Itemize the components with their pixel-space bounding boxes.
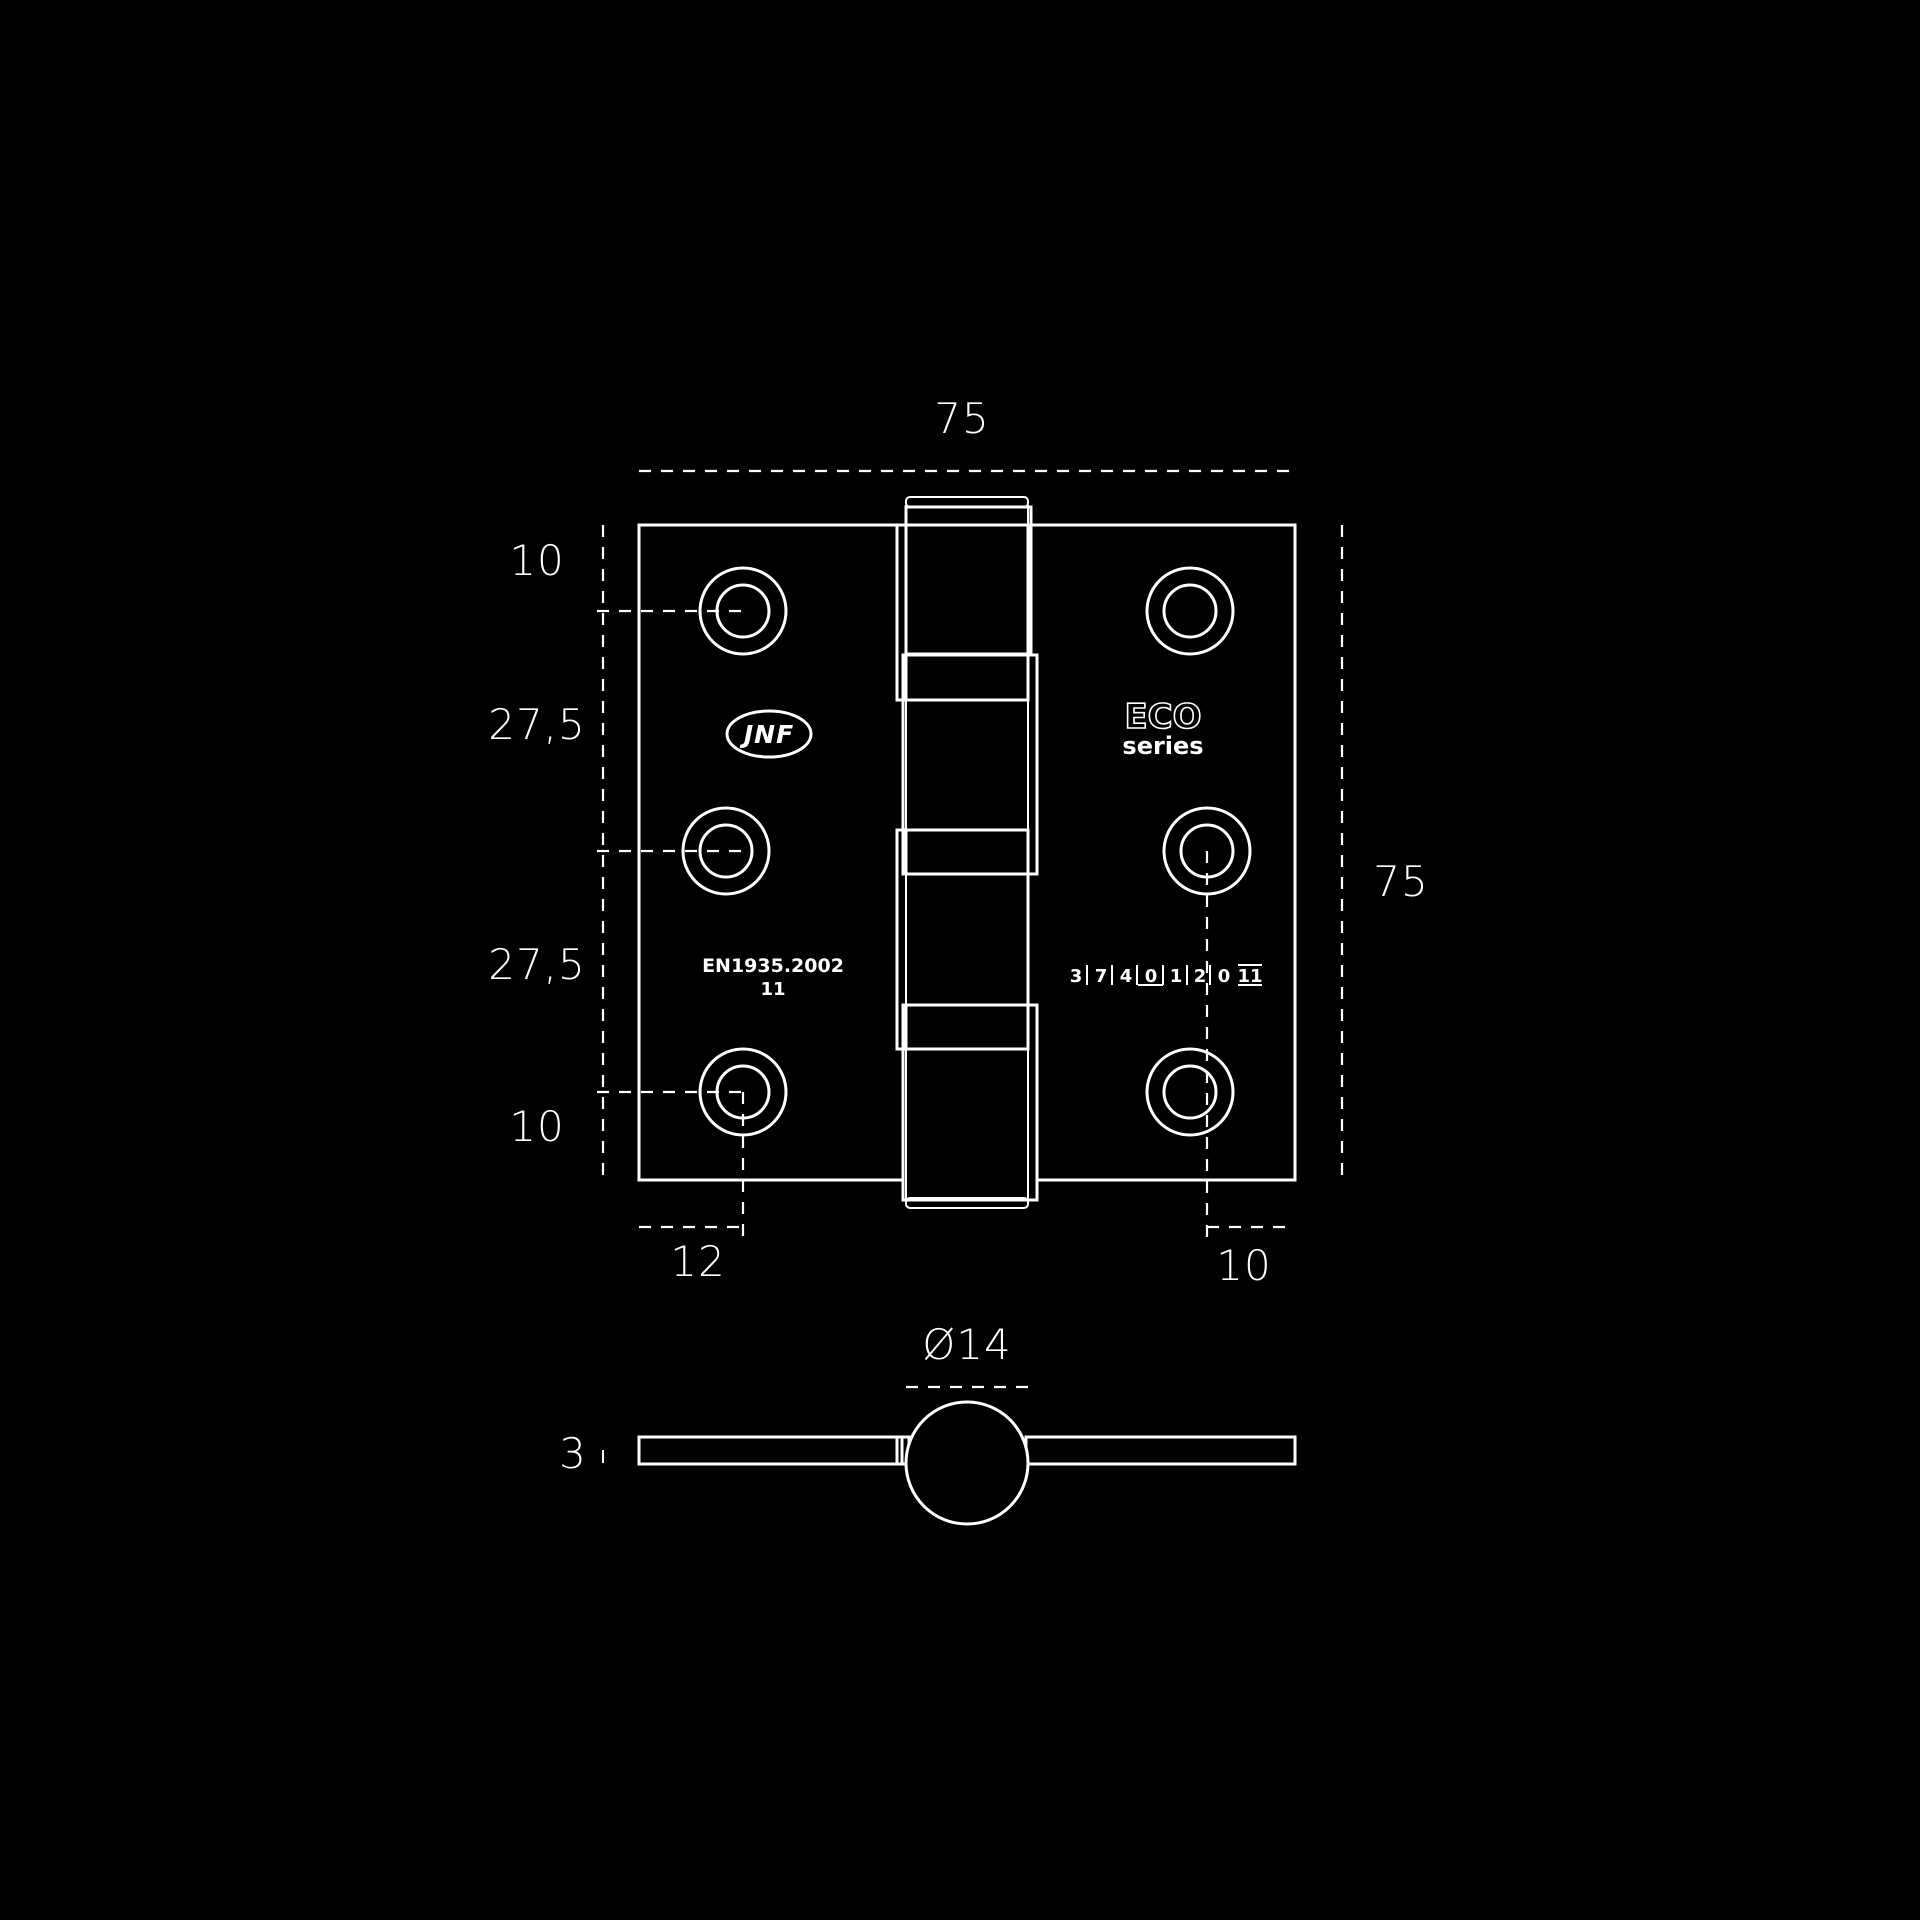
section-right-leaf [1024,1435,1297,1466]
brand-logo-text: JNF [739,720,794,749]
knuckle-right-bottom [901,1003,1039,1202]
right-leaf [1031,523,1297,1182]
svg-text:11: 11 [1237,966,1262,987]
svg-text:3: 3 [1070,966,1083,987]
jnf-logo-icon [725,709,813,759]
dim-bottom-margin: 10 [509,1102,564,1151]
svg-text:0: 0 [1218,966,1231,987]
dimension-lines [597,469,1344,1463]
svg-text:7: 7 [1095,966,1108,987]
dim-knuckle-diameter: Ø14 [922,1320,1012,1369]
screw-hole-left-middle [681,806,771,896]
dim-overall-height: 75 [1373,857,1428,906]
bearing-ring-2 [904,828,1030,876]
dim-leaf-thickness: 3 [559,1429,587,1478]
left-leaf [637,523,903,1182]
bearing-ring-1 [904,653,1030,702]
knuckle-right-top [904,505,1033,656]
section-knuckle-circle [904,1400,1030,1526]
knuckle-stack [895,496,1039,1209]
screw-hole-right-bottom [1145,1047,1235,1137]
hinge-front-view: JNF EN1935.2002 11 ECO series 3 7 4 0 1 … [637,496,1297,1209]
dim-right-edge-offset: 10 [1216,1241,1271,1290]
standard-text: EN1935.2002 [702,955,844,977]
dim-upper-pitch: 27,5 [488,700,586,749]
section-left-leaf [637,1435,904,1466]
dim-lower-pitch: 27,5 [488,940,586,989]
left-leaf-markings: JNF EN1935.2002 11 [702,709,844,1000]
svg-text:1: 1 [1170,966,1183,987]
knuckle-right-middle [901,653,1039,876]
dim-top-margin: 10 [509,536,564,585]
svg-text:0: 0 [1145,966,1158,987]
dim-left-edge-offset: 12 [670,1237,725,1286]
screw-hole-right-top [1145,566,1235,656]
knuckle-left-lower [895,828,1030,1051]
hinge-section-view [637,1400,1297,1526]
standard-code-text: 11 [760,979,785,1000]
classification-code: 3 7 4 0 1 2 0 11 [1070,964,1263,987]
svg-text:4: 4 [1120,966,1133,987]
eco-logo-text: ECO [1124,697,1201,737]
right-leaf-markings: ECO series 3 7 4 0 1 2 0 11 [1070,696,1263,987]
series-logo-text: series [1122,732,1203,760]
knuckle-left-upper [895,523,1030,702]
svg-text:2: 2 [1194,966,1207,987]
dim-overall-width: 75 [934,394,989,443]
pin-cap-bottom [905,1197,1029,1209]
bearing-ring-3 [904,1003,1030,1051]
dimension-labels: 75 75 10 27,5 27,5 10 12 10 Ø14 3 [488,394,1428,1478]
